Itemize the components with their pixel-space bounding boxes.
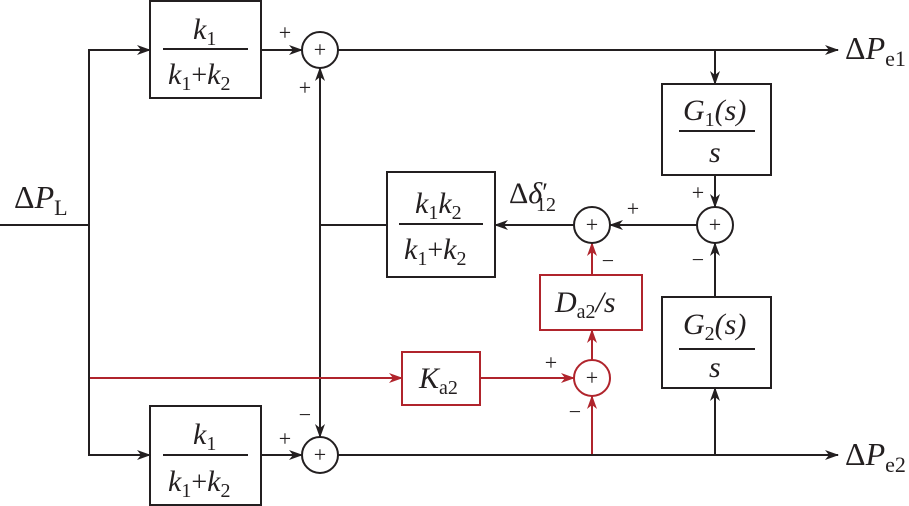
sum-junction-delta: + + − [573, 196, 639, 273]
g2-numerator: G2(s) [683, 308, 746, 345]
ka2-block: Ka2 [401, 351, 481, 406]
damping-block: Da2/s [539, 274, 643, 331]
sum-top-glyph: + [314, 37, 326, 62]
sum-red-sign-left: + [545, 350, 557, 375]
top-gain-denominator: k1+k2 [168, 58, 230, 95]
sum-g-glyph: + [709, 212, 721, 237]
sum-top-sign-bottom: + [299, 75, 311, 100]
sum-junction-top: + + + [279, 20, 339, 100]
bottom-gain-denominator: k1+k2 [168, 465, 230, 502]
g2-block: G2(s) s [661, 296, 772, 389]
g1-numerator: G1(s) [683, 94, 746, 131]
sum-top-sign-left: + [279, 20, 291, 45]
g2-denominator: s [709, 351, 721, 384]
g1-block: G1(s) s [661, 83, 772, 176]
sum-bottom-glyph: + [314, 442, 326, 467]
sum-g-sign-top: + [692, 180, 704, 205]
sum-delta-sign-right: + [627, 196, 639, 221]
damping-control-lines [90, 242, 597, 454]
input-label-delta-pl: ΔPL [14, 179, 68, 220]
middle-gain-numerator: k1k2 [415, 187, 462, 224]
sum-g-sign-bottom: − [692, 247, 704, 272]
middle-gain-denominator: k1+k2 [404, 233, 466, 270]
sum-delta-glyph: + [586, 212, 598, 237]
middle-gain-block: k1k2 k1+k2 [386, 171, 496, 278]
sum-bottom-sign-top: − [299, 402, 311, 427]
sum-red-glyph: + [586, 365, 598, 390]
bottom-gain-block: k1 k1+k2 [149, 405, 262, 506]
sum-junction-red: + + − [545, 350, 611, 424]
damping-label: Da2/s [554, 286, 616, 323]
sum-junction-bottom: + + − [279, 402, 339, 474]
output-label-delta-pe2: ΔPe2 [845, 436, 906, 477]
sum-red-sign-bottom: − [569, 399, 581, 424]
sum-bottom-sign-left: + [279, 426, 291, 451]
output-label-delta-pe1: ΔPe1 [845, 30, 906, 71]
sum-delta-sign-bottom: − [602, 248, 614, 273]
g1-denominator: s [709, 136, 721, 169]
main-signal-lines [0, 45, 839, 460]
top-gain-block: k1 k1+k2 [149, 0, 262, 99]
bottom-gain-numerator: k1 [193, 418, 216, 455]
delta-delta12-label: Δδ′12 [509, 177, 556, 216]
sum-junction-g: + + − [692, 180, 734, 272]
top-gain-numerator: k1 [193, 13, 216, 50]
ka2-label: Ka2 [418, 362, 458, 399]
